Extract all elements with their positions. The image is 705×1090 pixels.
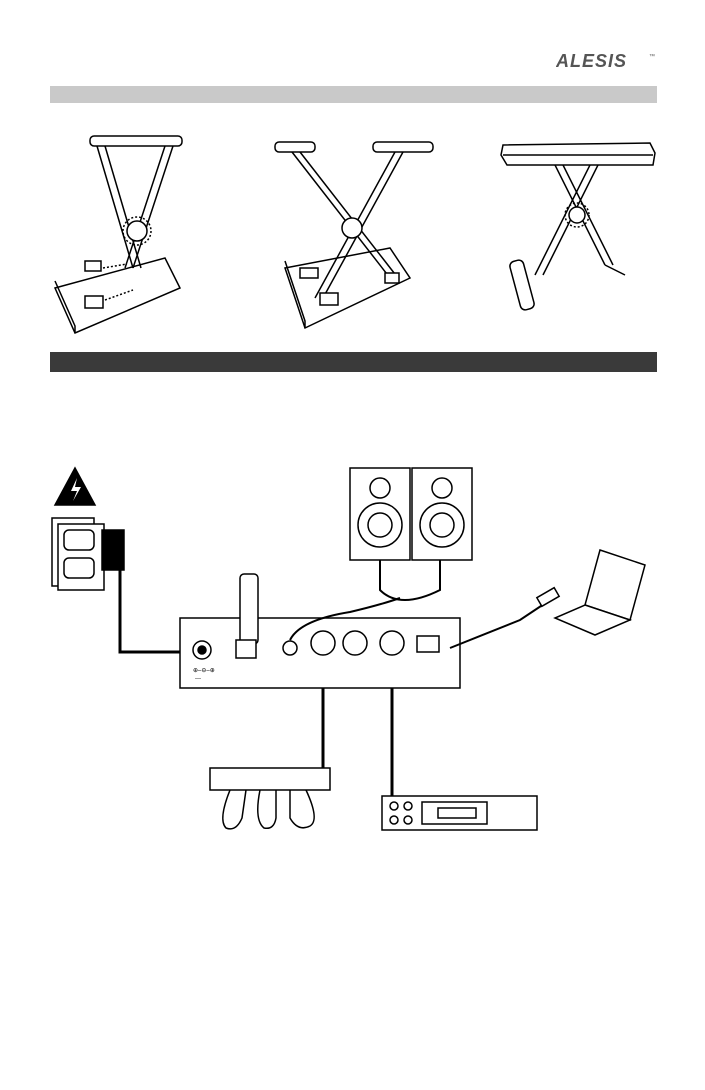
high-voltage-warning-icon (55, 468, 95, 505)
midi-sound-module (382, 796, 537, 830)
bench-illustration (495, 135, 660, 320)
stand-open-illustration (270, 128, 440, 338)
wall-outlet (52, 518, 124, 590)
section-header-bar-assembly (50, 86, 657, 103)
usb-cable (450, 600, 550, 648)
logo-text: ALESIS (556, 51, 627, 71)
svg-text:™: ™ (649, 53, 655, 60)
keyboard-rear-panel: ⊕–⊖–⊕ --- (180, 618, 460, 688)
svg-text:⊕–⊖–⊕: ⊕–⊖–⊕ (193, 668, 215, 674)
alesis-logo: ALESIS ™ (556, 50, 656, 72)
usb-flash-drive (236, 574, 258, 658)
stand-folded-illustration (45, 128, 195, 338)
svg-text:---: --- (195, 676, 201, 682)
studio-monitor-speakers (350, 468, 472, 560)
triple-pedal-unit (210, 768, 330, 829)
connection-diagram: ⊕–⊖–⊕ --- (40, 460, 665, 840)
section-header-bar-connection (50, 352, 657, 372)
laptop-computer (555, 550, 645, 635)
